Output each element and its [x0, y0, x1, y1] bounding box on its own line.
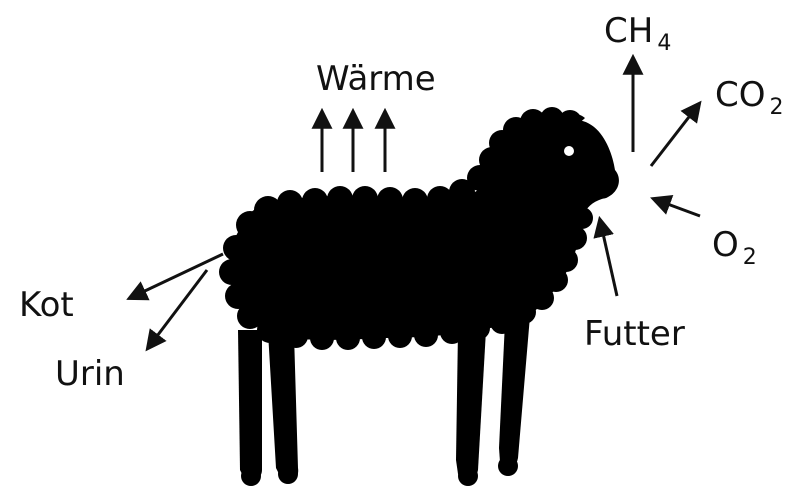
- feed-arrow: [600, 220, 617, 296]
- co2-label-main: CO: [715, 75, 766, 115]
- o2-label-sub: 2: [743, 245, 757, 270]
- feces-arrow: [130, 254, 223, 298]
- methane-label-main: CH: [604, 11, 653, 51]
- urine-label: Urin: [55, 357, 125, 391]
- o2-label-main: O: [712, 225, 739, 265]
- urine-arrow: [148, 270, 207, 348]
- co2-label-sub: 2: [770, 95, 784, 120]
- methane-label-sub: 4: [657, 31, 671, 56]
- heat-label: Wärme: [316, 62, 436, 96]
- feed-label: Futter: [584, 317, 685, 351]
- sheep-silhouette-icon: [219, 107, 619, 486]
- co2-arrow: [651, 104, 699, 166]
- feces-label: Kot: [19, 288, 74, 322]
- o2-arrow: [654, 199, 700, 216]
- sheep-eye: [564, 146, 574, 156]
